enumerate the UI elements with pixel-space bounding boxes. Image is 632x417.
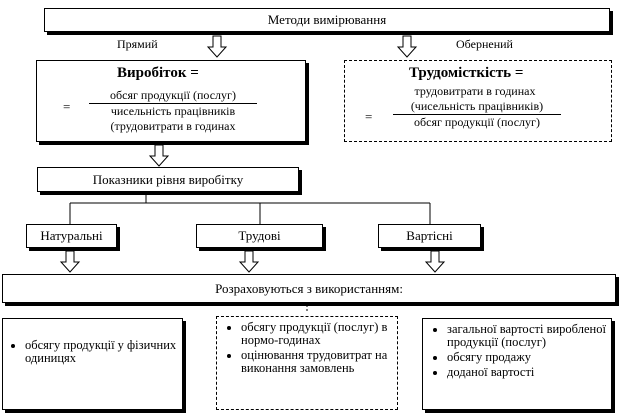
arrow-down-icon [238, 250, 260, 273]
arrow-down-icon [59, 250, 81, 273]
natural-list: обсягу продукції у фізичних одиницях [11, 339, 178, 365]
category-labor-label: Трудові [238, 228, 281, 243]
output-formula-box: Виробіток = = обсяг продукції (послуг) ч… [36, 60, 306, 142]
arrow-down-icon [206, 35, 228, 58]
value-list-box: загальної вартості виробленої продукції … [422, 318, 612, 410]
direct-label: Прямий [117, 37, 158, 51]
category-labor: Трудові [196, 224, 323, 248]
category-natural-label: Натуральні [40, 228, 103, 243]
output-equals: = [63, 99, 71, 114]
labor-intensity-numerator-2: (чисельність працівників) [393, 99, 561, 115]
labor-intensity-denominator: обсяг продукції (послуг) [414, 115, 540, 129]
arrow-down-icon [396, 35, 418, 58]
labor-list: обсягу продукції (послуг) в нормо-година… [227, 321, 393, 375]
output-numerator: обсяг продукції (послуг) [89, 88, 257, 104]
list-item: оцінювання трудовитрат на виконання замо… [241, 349, 393, 375]
labor-intensity-formula-box: Трудомісткість = = трудовитрати в година… [344, 60, 612, 142]
category-natural: Натуральні [26, 224, 117, 248]
natural-list-box: обсягу продукції у фізичних одиницях [2, 318, 183, 410]
category-value-label: Вартісні [406, 228, 453, 243]
labor-intensity-title: Трудомісткість = [409, 65, 524, 81]
labor-list-box: обсягу продукції (послуг) в нормо-година… [216, 316, 398, 410]
methods-header-label: Методи вимірювання [267, 12, 387, 27]
labor-intensity-numerator-1: трудовитрати в годинах [414, 84, 536, 98]
labor-intensity-equals: = [365, 109, 373, 124]
arrow-down-icon [148, 144, 170, 167]
output-denominator-2: (трудовитрати в годинах [110, 119, 236, 133]
calc-box: Розраховуються з використанням: [2, 274, 616, 303]
inverse-label: Обернений [456, 37, 513, 51]
indicators-box: Показники рівня виробітку [37, 167, 299, 192]
list-item: загальної вартості виробленої продукції … [447, 323, 607, 349]
arrow-down-icon [424, 250, 446, 273]
category-value: Вартісні [378, 224, 481, 248]
list-item: обсягу продукції у фізичних одиницях [25, 339, 178, 365]
calc-label: Розраховуються з використанням: [215, 280, 403, 296]
output-denominator-1: чисельність працівників [110, 104, 236, 118]
list-item: доданої вартості [447, 366, 607, 379]
methods-header: Методи вимірювання [44, 8, 610, 32]
indicators-label: Показники рівня виробітку [92, 171, 244, 187]
list-item: обсягу продукції (послуг) в нормо-година… [241, 321, 393, 347]
output-title: Виробіток = [117, 65, 199, 81]
value-list: загальної вартості виробленої продукції … [433, 323, 607, 379]
list-item: обсягу продажу [447, 351, 607, 364]
